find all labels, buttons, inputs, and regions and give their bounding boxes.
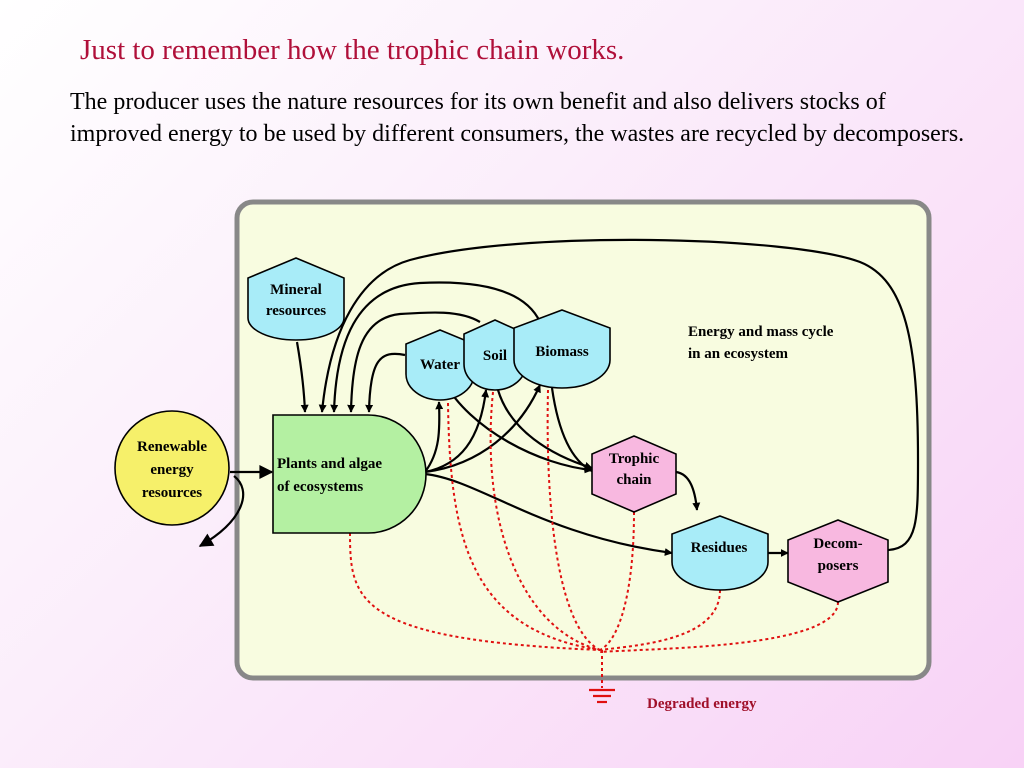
svg-text:Residues: Residues	[691, 540, 748, 556]
arrow-soil-to-plants	[347, 311, 481, 413]
node-trophic-chain: Trophic chain	[591, 435, 677, 513]
svg-text:Water: Water	[420, 357, 460, 373]
arrow-plants-to-water	[424, 401, 444, 473]
svg-text:posers: posers	[818, 558, 859, 574]
arrow-renewable-outflow	[198, 475, 245, 547]
svg-text:resources: resources	[142, 485, 202, 501]
svg-text:energy: energy	[150, 462, 194, 478]
svg-text:Mineral: Mineral	[270, 282, 322, 298]
arrow-biomass-to-trophic	[550, 387, 593, 472]
diagram-caption-line1: Energy and mass cycle	[688, 324, 834, 340]
svg-text:chain: chain	[616, 472, 652, 488]
diagram-caption-line2: in an ecosystem	[688, 346, 788, 362]
svg-text:Renewable: Renewable	[137, 439, 207, 455]
arrow-water-to-plants	[365, 352, 406, 413]
arrow-biomass-to-plants	[330, 281, 541, 413]
svg-text:Plants and algae: Plants and algae	[277, 456, 382, 472]
dash-decomposers	[599, 601, 839, 653]
dash-soil	[489, 391, 601, 651]
arrow-soil-to-trophic	[496, 389, 593, 470]
arrow-plants-to-soil	[424, 389, 490, 474]
slide-body-text: The producer uses the nature resources f…	[70, 89, 965, 147]
svg-text:resources: resources	[266, 303, 326, 319]
node-residues: Residues	[671, 515, 769, 591]
arrow-plants-to-biomass	[424, 384, 542, 474]
node-mineral-resources: Mineral resources	[247, 257, 345, 341]
node-water: Water	[405, 329, 475, 401]
svg-text:Soil: Soil	[483, 348, 507, 364]
svg-text:Trophic: Trophic	[609, 451, 660, 467]
arrow-trophic-to-residues	[675, 470, 701, 511]
dash-plants	[349, 532, 601, 651]
node-biomass: Biomass	[513, 309, 611, 389]
slide-title: Just to remember how the trophic chain w…	[80, 34, 625, 66]
svg-text:Decom-: Decom-	[813, 536, 862, 552]
svg-text:Biomass: Biomass	[535, 344, 589, 360]
arrow-plants-to-residues	[424, 472, 673, 556]
dash-trophic	[599, 511, 635, 651]
arrow-mineral-to-plants	[295, 341, 309, 413]
degraded-energy-flows	[349, 389, 839, 688]
node-decomposers: Decom- posers	[787, 519, 889, 603]
ground-icon	[589, 688, 615, 704]
node-renewable-energy: Renewable energy resources	[114, 410, 230, 526]
svg-text:of ecosystems: of ecosystems	[277, 479, 363, 495]
node-plants-and-algae: Plants and algae of ecosystems	[272, 414, 427, 534]
arrow-decomposers-loop	[318, 238, 920, 552]
degraded-energy-label: Degraded energy	[647, 696, 757, 712]
dash-water	[447, 402, 601, 651]
dash-biomass	[546, 389, 601, 651]
energy-flow-arrows	[198, 238, 920, 557]
